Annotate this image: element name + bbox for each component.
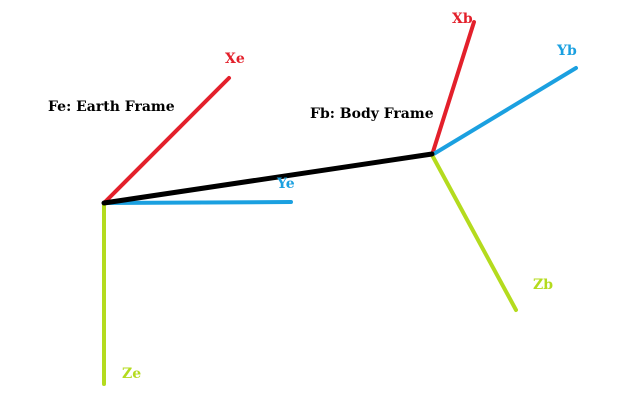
body-y-axis xyxy=(430,66,578,157)
earth-y-axis xyxy=(102,200,293,205)
earth-z-label: Ze xyxy=(122,366,142,382)
body-x-axis xyxy=(430,20,476,157)
body-z-label: Zb xyxy=(533,277,554,293)
body-frame-title: Fb: Body Frame xyxy=(310,106,434,122)
body-x-label: Xb xyxy=(452,11,473,27)
body-y-label: Yb xyxy=(557,43,577,59)
earth-x-axis xyxy=(102,76,231,205)
origin-link-line xyxy=(101,151,435,206)
earth-frame-title: Fe: Earth Frame xyxy=(48,99,175,115)
body-z-axis xyxy=(430,153,518,312)
earth-y-label: Ye xyxy=(277,176,295,192)
earth-x-label: Xe xyxy=(225,51,245,67)
